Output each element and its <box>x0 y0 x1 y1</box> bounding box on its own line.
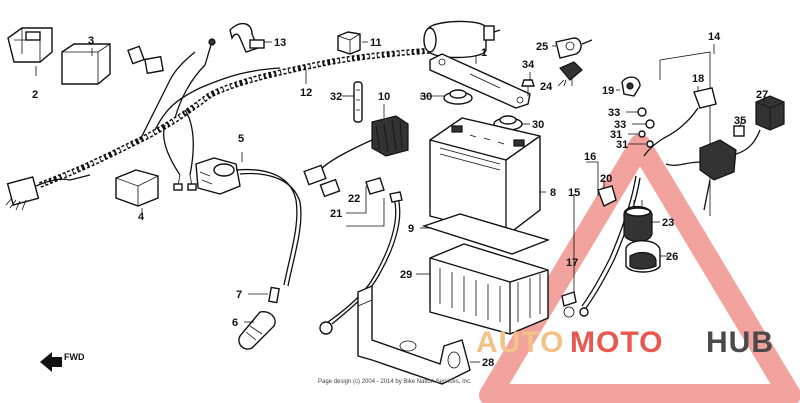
callout-33-lower: 33 <box>614 119 626 131</box>
ignition-coil-top <box>423 20 501 59</box>
fwd-indicator: FWD <box>40 352 85 372</box>
callout-34: 34 <box>522 59 535 71</box>
leader-lines <box>35 41 765 363</box>
watermark-logo: AUTO MOTO HUB <box>476 326 774 359</box>
callout-16: 16 <box>584 151 596 163</box>
part-9-battery-pad <box>421 213 551 255</box>
part-3-control-unit <box>61 43 111 85</box>
part-1-bracket <box>429 53 531 109</box>
part-6-plug-cap <box>238 311 276 350</box>
part-17-bolt <box>561 291 577 318</box>
callout-13: 13 <box>274 37 286 49</box>
callout-24: 24 <box>540 81 553 93</box>
callout-30-left: 30 <box>420 91 432 103</box>
callout-21: 21 <box>330 208 342 220</box>
callout-28: 28 <box>482 357 494 369</box>
part-26-relay-cover <box>625 240 661 273</box>
part-8-battery <box>429 117 541 237</box>
callout-18: 18 <box>692 73 704 85</box>
callout-29: 29 <box>400 269 412 281</box>
part-7-sleeve <box>268 286 280 304</box>
callout-22: 22 <box>348 193 360 205</box>
part-27-relay <box>755 95 785 131</box>
callout-8: 8 <box>550 187 556 199</box>
part-31-washer-lower <box>646 140 654 148</box>
callout-31-lower: 31 <box>616 139 628 151</box>
callout-27: 27 <box>756 89 768 101</box>
part-4-coupler <box>115 169 159 207</box>
part-21-battery-cable <box>319 191 403 335</box>
callout-17: 17 <box>566 257 578 269</box>
part-13-clamp <box>229 23 265 53</box>
watermark-moto: MOTO <box>570 326 663 359</box>
part-28-battery-bracket <box>357 284 471 385</box>
copyright-text: Page design (c) 2004 - 2014 by Bike Nati… <box>318 379 472 385</box>
part-35-clip <box>733 125 745 137</box>
callout-2: 2 <box>32 89 38 101</box>
callout-19: 19 <box>602 85 614 97</box>
part-22-terminal <box>365 177 385 195</box>
part-19-cap <box>621 76 641 97</box>
watermark-auto: AUTO <box>476 326 564 359</box>
callout-35: 35 <box>734 115 746 127</box>
part-31-washer-upper <box>638 130 646 138</box>
part-20-terminal-cover <box>597 185 617 207</box>
callout-33-upper: 33 <box>608 107 620 119</box>
callout-20: 20 <box>600 173 612 185</box>
part-25-fuse-holder <box>555 37 593 59</box>
part-5-ignition-coil <box>195 157 302 287</box>
starter-cable <box>579 175 641 317</box>
callout-23: 23 <box>662 217 674 229</box>
watermark-hub: HUB <box>706 326 774 359</box>
part-24-fuse <box>559 61 583 87</box>
fwd-label: FWD <box>64 352 85 362</box>
starter-harness <box>665 129 761 211</box>
part-30-grommet-left <box>443 89 473 105</box>
part-18-terminal <box>643 87 717 157</box>
watermark-triangle <box>479 134 800 403</box>
part-11-relay <box>337 31 361 55</box>
part-12-wire-harness <box>5 38 441 211</box>
callout-25: 25 <box>536 41 548 53</box>
callout-14: 14 <box>708 31 721 43</box>
callout-7: 7 <box>236 289 242 301</box>
callout-3: 3 <box>88 35 94 47</box>
callout-15: 15 <box>568 187 580 199</box>
part-23-starter-relay <box>623 200 653 243</box>
callout-10: 10 <box>378 91 390 103</box>
part-32-fuse-strip <box>353 81 363 123</box>
part-34-bolt <box>521 79 535 96</box>
callout-5: 5 <box>238 133 244 145</box>
callout-32: 32 <box>330 91 342 103</box>
callout-30-right: 30 <box>532 119 544 131</box>
callout-4: 4 <box>138 211 145 223</box>
callout-6: 6 <box>232 317 238 329</box>
callout-1: 1 <box>481 47 487 59</box>
callout-9: 9 <box>408 223 414 235</box>
callout-12: 12 <box>300 87 312 99</box>
part-29-battery-case <box>429 243 549 335</box>
callout-31-upper: 31 <box>610 129 622 141</box>
part-33-nut-lower <box>645 119 655 129</box>
callout-26: 26 <box>666 251 678 263</box>
callout-11: 11 <box>370 37 382 49</box>
part-10-regulator <box>303 115 409 198</box>
part-33-nut-upper <box>637 107 647 117</box>
callout-labels: 1 2 3 4 5 6 7 8 9 10 11 12 13 14 15 16 1… <box>32 31 768 369</box>
part-2-connector-box <box>7 27 53 63</box>
